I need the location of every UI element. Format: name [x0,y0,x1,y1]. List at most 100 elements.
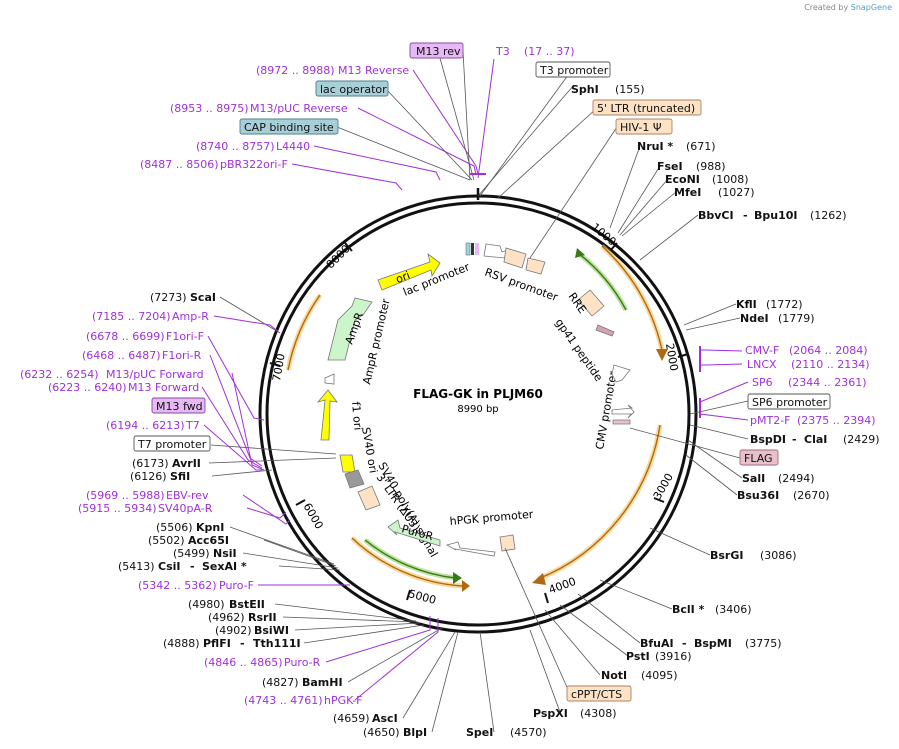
bspdi-pos: (2429) [843,433,880,446]
t7-promoter-box [133,435,211,452]
hiv-psi-label: HIV-1 Ψ [620,121,662,134]
pspxi-pos: (4308) [580,707,617,720]
m13-rev-label: M13 rev [416,45,461,58]
t7-promoter-label: T7 promoter [137,438,207,451]
hpgkf-label: hPGK-F [324,694,362,707]
ebvrev-range: (5969 .. 5988) [86,489,165,502]
bbvci-dash: - [743,209,748,222]
m13-fwd-label: M13 fwd [156,400,203,413]
sv40par-label: SV40pA-R [158,502,213,515]
sali-label: SalI [742,472,765,485]
kfli-pos: (1772) [766,298,803,311]
svg-text:ori: ori [394,269,412,286]
pbr322-range: (8487 .. 8506) [140,158,219,171]
snapgene-logo: SnapGene [850,3,892,12]
tick-marks [269,188,689,604]
lncx-range: (2110 .. 2134) [791,358,870,371]
hiv-psi-box [615,118,673,135]
flag-label: FLAG [744,452,773,465]
sali-pos: (2494) [778,472,815,485]
t3-promoter-box [535,61,611,78]
backbone-inner [265,201,691,627]
rsrii-label: RsrII [248,611,277,624]
cppt-label: cPPT/CTS [571,688,622,701]
csii-pos: (5413) [118,560,155,573]
cap-binding-box [239,118,339,135]
svg-text:RSV promoter: RSV promoter [483,266,560,305]
cap-binding-label: CAP binding site [244,121,334,134]
econi-label: EcoNI [665,173,700,186]
noti-label: NotI [601,669,627,682]
acc65i-label: Acc65I [188,534,229,547]
avrii-label: AvrII [172,457,201,470]
bsiwi-pos: (4902) [215,624,252,637]
m13-fwd-box [151,397,206,414]
pmt2f-label: pMT2-F [750,414,791,427]
f1orir-range: (6468 .. 6487) [82,349,161,362]
noti-pos: (4095) [641,669,678,682]
bspmi-label: BspMI [694,637,732,650]
purorev-label: Puro-R [284,656,321,669]
svg-text:PuroR: PuroR [400,522,435,543]
fsei-label: FseI [657,160,683,173]
feature-gp41: gp41 peptide [553,316,631,384]
feature-f1-ori: f1 ori [316,389,364,441]
sphi-label: SphI [571,83,599,96]
bbvci-label: BbvCI [698,209,734,222]
asci-label: AscI [372,712,398,725]
svg-text:f1 ori: f1 ori [349,401,364,431]
feature-sv40-ori: SV40 ori [339,426,380,474]
csii-label: CsiI [158,560,180,573]
bfuai-pos: (3775) [745,637,782,650]
tick-label-5000: 5000 [407,587,437,607]
bspdi-label: BspDI [750,433,786,446]
bamhi-pos: (4827) [262,676,299,689]
sp6-promoter-box [747,393,831,410]
avrii-pos: (6173) [132,457,169,470]
pbr322-label: pBR322ori-F [220,158,288,171]
t3-label: T3 [495,45,510,58]
csii-dash: - [190,560,195,573]
purof-range: (5342 .. 5362) [138,579,217,592]
lncx-label: LNCX [747,358,777,371]
spei-label: SpeI [466,726,493,739]
t7-range: (6194 .. 6213) [106,419,185,432]
feature-cmv-promoter: CMV promoter [593,370,635,451]
tick-label-6000: 6000 [301,501,326,532]
ampr-range: (7185 .. 7204) [92,310,171,323]
fsei-pos: (988) [696,160,726,173]
sphi-pos: (155) [615,83,645,96]
feature-hpgk-promoter: hPGK promoter [445,508,534,557]
spei-pos: (4570) [510,726,547,739]
bcli-label: BclI * [672,603,705,616]
ndei-label: NdeI [740,312,769,325]
hpgkf-range: (4743 .. 4761) [244,694,323,707]
bfuai-dash: - [682,637,687,650]
bpu10i-label: Bpu10I [754,209,798,222]
leader-lines [208,70,749,733]
tick-label-7000: 7000 [270,352,288,382]
ebvrev-label: EBV-rev [166,489,209,502]
kfli-label: KflI [736,298,757,311]
orf-arcs [285,244,668,592]
tth111i-label: Tth111I [253,637,301,650]
bspdi-dash: - [792,433,797,446]
psti-pos: (3916) [655,650,692,663]
rsrii-pos: (4962) [208,611,245,624]
f1orif-label: F1ori-F [166,330,204,343]
pmt2f-range: (2375 .. 2394) [797,414,876,427]
feature-rre: RRE [566,289,605,317]
green-arcs [363,248,629,584]
cmvf-label: CMV-F [745,344,779,357]
sp6-label: SP6 [752,376,773,389]
m13-rev-box [409,42,464,59]
svg-text:hPGK promoter: hPGK promoter [449,508,534,528]
bfuai-label: BfuAI [640,637,674,650]
cppt-box [566,685,632,702]
feature-ampr: AmpR [327,297,373,361]
sp6-promoter-label: SP6 promoter [752,396,828,409]
mfei-label: MfeI [674,186,701,199]
cmvf-range: (2064 .. 2084) [789,344,868,357]
nrui-label: NruI * [637,140,673,153]
